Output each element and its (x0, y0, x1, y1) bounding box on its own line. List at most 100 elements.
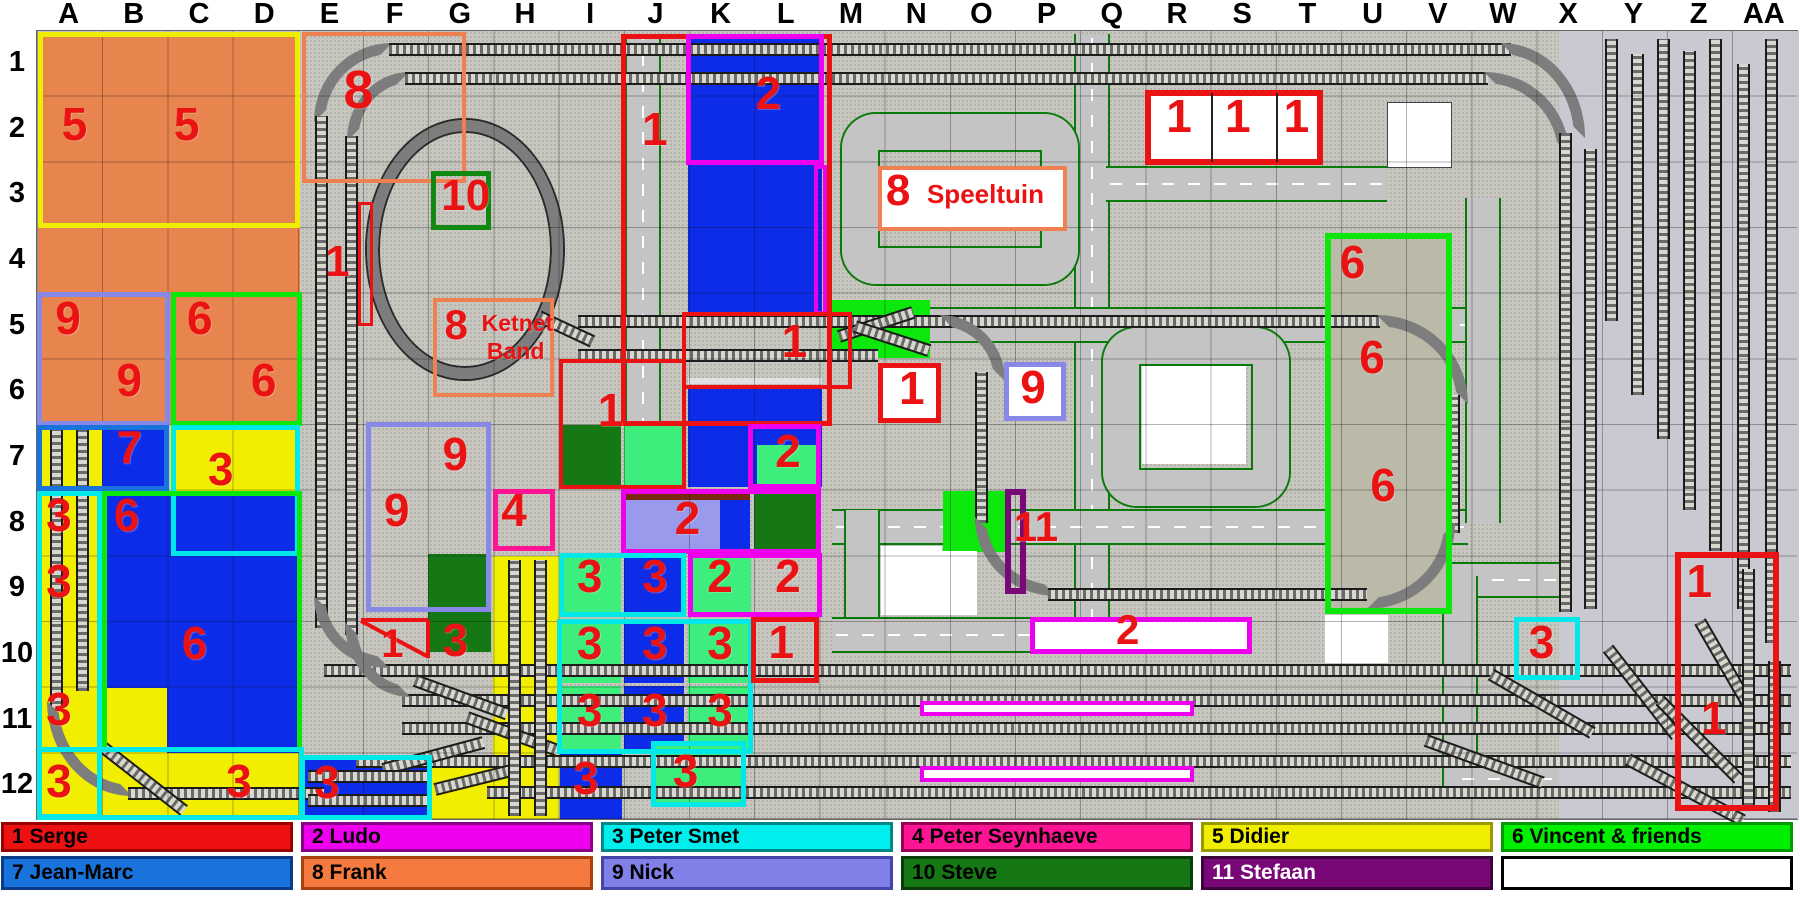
zone-label: 3 (226, 754, 252, 807)
zone-label: 8 (343, 60, 374, 121)
track (344, 136, 358, 636)
area-patch (687, 377, 822, 384)
zone-border (300, 754, 433, 821)
track (1709, 38, 1723, 552)
row-header-1: 1 (8, 46, 26, 78)
zone-border (493, 488, 555, 552)
col-header-R: R (1166, 0, 1188, 30)
zone-label: 7 (116, 421, 143, 474)
track (307, 793, 432, 807)
zone-label: 2 (1116, 606, 1140, 654)
road-ring (1103, 327, 1289, 507)
row-header-6: 6 (8, 374, 26, 407)
track (389, 42, 1511, 56)
zone-label: 9 (383, 484, 410, 537)
track (1657, 38, 1671, 440)
zone-border (171, 292, 302, 427)
area-patch (167, 753, 301, 821)
road (1106, 166, 1387, 203)
col-header-V: V (1428, 0, 1448, 30)
zone-border (1029, 617, 1252, 655)
zone-border (1275, 93, 1278, 162)
row-header-4: 4 (8, 242, 26, 275)
area-patch (38, 424, 103, 491)
zone-border (1210, 93, 1213, 162)
zone-border (1514, 617, 1580, 680)
zone-border (558, 552, 687, 618)
zone-border (651, 741, 747, 808)
zone-border (1005, 489, 1027, 595)
col-header-W: W (1489, 0, 1517, 30)
legend-item-5: 5 Didier (1201, 822, 1493, 852)
zone-label: 6 (1370, 459, 1396, 512)
area-patch (881, 546, 942, 616)
col-header-A: A (58, 0, 80, 30)
zone-label: 1 (898, 362, 925, 415)
area-patch (623, 424, 686, 486)
zone-label: 1 (1283, 90, 1310, 143)
row-header-2: 2 (8, 111, 26, 144)
col-header-L: L (776, 0, 795, 30)
area-patch (622, 490, 751, 500)
col-header-AA: AA (1742, 0, 1785, 30)
zone-border (621, 489, 821, 555)
zone-label: 4 (501, 484, 527, 537)
zone-label: 6 (1339, 236, 1366, 289)
legend-item-9: 9 Nick (601, 856, 893, 890)
zone-label: Band (486, 337, 545, 364)
track (1737, 63, 1751, 609)
zone-border (1674, 551, 1780, 812)
zone-line (425, 620, 430, 658)
zone-label: 3 (642, 683, 668, 736)
col-header-Z: Z (1689, 0, 1708, 30)
area-patch (1325, 615, 1388, 663)
area-patch (102, 424, 168, 491)
zone-border (878, 165, 1068, 232)
area-patch (623, 554, 685, 616)
zone-label: 3 (46, 488, 72, 541)
zone-label: 2 (775, 425, 801, 478)
col-header-X: X (1558, 0, 1578, 30)
zone-label: 9 (442, 427, 469, 480)
area-patch (622, 491, 721, 553)
track (307, 769, 432, 783)
zone-label: 11 (1013, 503, 1059, 551)
zone-label: 1 (1700, 692, 1727, 745)
zone-label: 8 (885, 166, 911, 216)
legend-item-2: 2 Ludo (301, 822, 593, 852)
zone-label: 1 (597, 383, 624, 436)
area-patch (941, 551, 978, 616)
area-patch (720, 491, 751, 553)
row-header-9: 9 (8, 571, 26, 604)
row-header-7: 7 (8, 439, 26, 472)
zone-border (38, 32, 301, 228)
track (1559, 132, 1573, 613)
zone-label: 1 (642, 103, 668, 156)
road (832, 617, 1042, 654)
col-header-F: F (385, 0, 404, 30)
track (405, 71, 1488, 85)
track (323, 663, 1791, 677)
road (625, 33, 662, 435)
zone-label: 3 (46, 682, 72, 735)
col-header-S: S (1232, 0, 1252, 30)
zone-label: 3 (642, 549, 668, 602)
area-patch (428, 553, 491, 653)
zone-border (432, 298, 555, 397)
row-header-5: 5 (8, 308, 26, 341)
legend-item-6: 6 Vincent & friends (1501, 822, 1793, 852)
zone-label: 3 (707, 616, 733, 669)
area-patch (167, 687, 301, 754)
zone-border (878, 362, 942, 423)
zone-border (1003, 361, 1067, 422)
zone-border (558, 359, 686, 489)
zone-border (920, 700, 1195, 717)
col-header-Y: Y (1623, 0, 1644, 30)
track (486, 786, 1791, 800)
legend-item-11: 11 Stefaan (1201, 856, 1493, 890)
col-header-T: T (1298, 0, 1317, 30)
track (315, 116, 329, 629)
zone-line (361, 618, 428, 622)
track (50, 428, 64, 711)
zone-border (301, 32, 466, 184)
